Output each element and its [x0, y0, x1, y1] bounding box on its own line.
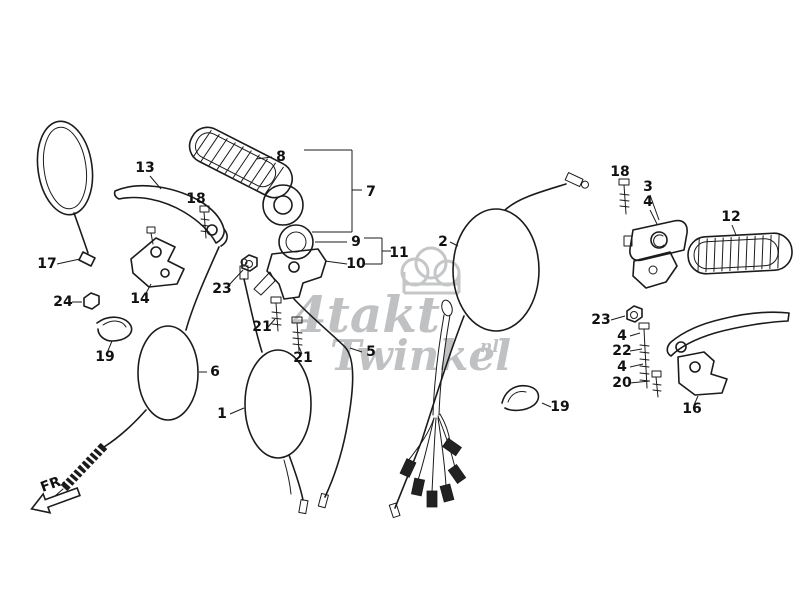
watermark-logo-icon [400, 246, 461, 295]
mirror-locknut [83, 292, 100, 310]
leader-line [267, 318, 276, 328]
callout-19-mid: 19 [550, 399, 569, 415]
right-switch-housing [623, 219, 688, 289]
housing-nut-right [626, 305, 643, 323]
leader-line [731, 224, 737, 236]
callout-21-lower: 21 [293, 350, 312, 366]
callout-4-mid: 4 [617, 328, 627, 344]
callout-5: 5 [366, 344, 376, 360]
leader-line [541, 402, 552, 408]
front-brake-lever-right [666, 311, 790, 357]
leader-line [693, 395, 699, 406]
cable-clip-left [96, 316, 133, 342]
leader-line [349, 347, 363, 353]
callout-18-right: 18 [610, 164, 629, 180]
leader-line [229, 407, 245, 415]
callout-12: 12 [721, 209, 740, 225]
watermark-line1: 4takt [292, 285, 440, 344]
throttle-cable-upper [388, 172, 589, 519]
leader-line [149, 175, 162, 190]
leader-line [144, 283, 152, 296]
callout-16: 16 [682, 401, 701, 417]
callout-20: 20 [612, 375, 632, 391]
leader-lines [56, 149, 737, 415]
callout-21-upper: 21 [252, 319, 271, 335]
housing-screw-long-right [638, 322, 650, 389]
pivot-bolt-20 [651, 370, 662, 398]
housing-screw-lower [291, 316, 303, 352]
watermark: 4takt Twinkel nl [292, 246, 511, 380]
callout-10: 10 [346, 256, 366, 272]
leader-line [629, 348, 643, 352]
callout-labels: 13 18 8 7 17 24 14 19 9 10 11 23 21 21 5… [37, 149, 740, 422]
leader-line [649, 209, 658, 225]
right-grip [687, 232, 793, 275]
callout-8: 8 [276, 149, 286, 165]
throttle-cable-lower [293, 298, 354, 509]
callout-11: 11 [389, 245, 408, 261]
leader-line [255, 156, 273, 160]
mirror-clamp-bracket [130, 226, 185, 288]
callout-4-low: 4 [617, 359, 627, 375]
leader-line [106, 340, 113, 354]
leader-line [228, 269, 244, 286]
switch-wire-harness [399, 299, 467, 508]
callout-23-right: 23 [591, 312, 610, 328]
lever-pivot-bolt-left [199, 205, 210, 239]
leader-line [298, 346, 303, 355]
clutch-cable [54, 246, 220, 497]
housing-screw-upper [270, 296, 282, 332]
leader-line [649, 194, 660, 221]
front-brake-cable [239, 258, 312, 515]
mirror-glass-inner [42, 126, 88, 210]
mirror-foot [78, 251, 96, 267]
callout-1: 1 [217, 406, 227, 422]
leader-line [629, 363, 644, 368]
callout-7: 7 [366, 184, 376, 200]
leader-line [629, 332, 641, 337]
lever-pivot-bolt-right [618, 178, 630, 215]
watermark-line2: Twinkel [330, 331, 511, 380]
leader-line [629, 380, 651, 384]
housing-nut-left [241, 254, 258, 272]
throttle-housing [253, 224, 327, 300]
callout-17: 17 [37, 256, 56, 272]
leader-line [56, 258, 81, 265]
grip-ribs-right [697, 234, 780, 273]
callout-22: 22 [612, 343, 631, 359]
leader-line [449, 241, 459, 247]
callout-13: 13 [135, 160, 154, 176]
mirror [36, 120, 96, 267]
callout-19-left: 19 [95, 349, 114, 365]
callout-4-top: 4 [643, 194, 653, 210]
callout-3: 3 [643, 179, 653, 195]
callout-14: 14 [130, 291, 150, 307]
callout-2: 2 [438, 234, 448, 250]
leader-line [324, 260, 348, 265]
mirror-stem [73, 212, 89, 254]
harness-connectors [399, 437, 467, 508]
leader-line [610, 315, 626, 321]
throttle-pipe-flange [262, 184, 304, 226]
callout-9: 9 [351, 234, 361, 250]
clutch-lever-left [113, 185, 228, 247]
mirror-glass [36, 120, 94, 216]
callout-24: 24 [53, 294, 73, 310]
left-grip-assembly [188, 126, 304, 226]
callout-18-left: 18 [186, 191, 205, 207]
cable-clip-mid [501, 384, 540, 412]
callout-23-left: 23 [212, 281, 231, 297]
lever-bracket-right [677, 351, 728, 396]
callout-6: 6 [210, 364, 220, 380]
throttle-pipe-bore [273, 195, 293, 215]
watermark-tld: nl [480, 337, 499, 357]
cable-coil [60, 442, 108, 492]
